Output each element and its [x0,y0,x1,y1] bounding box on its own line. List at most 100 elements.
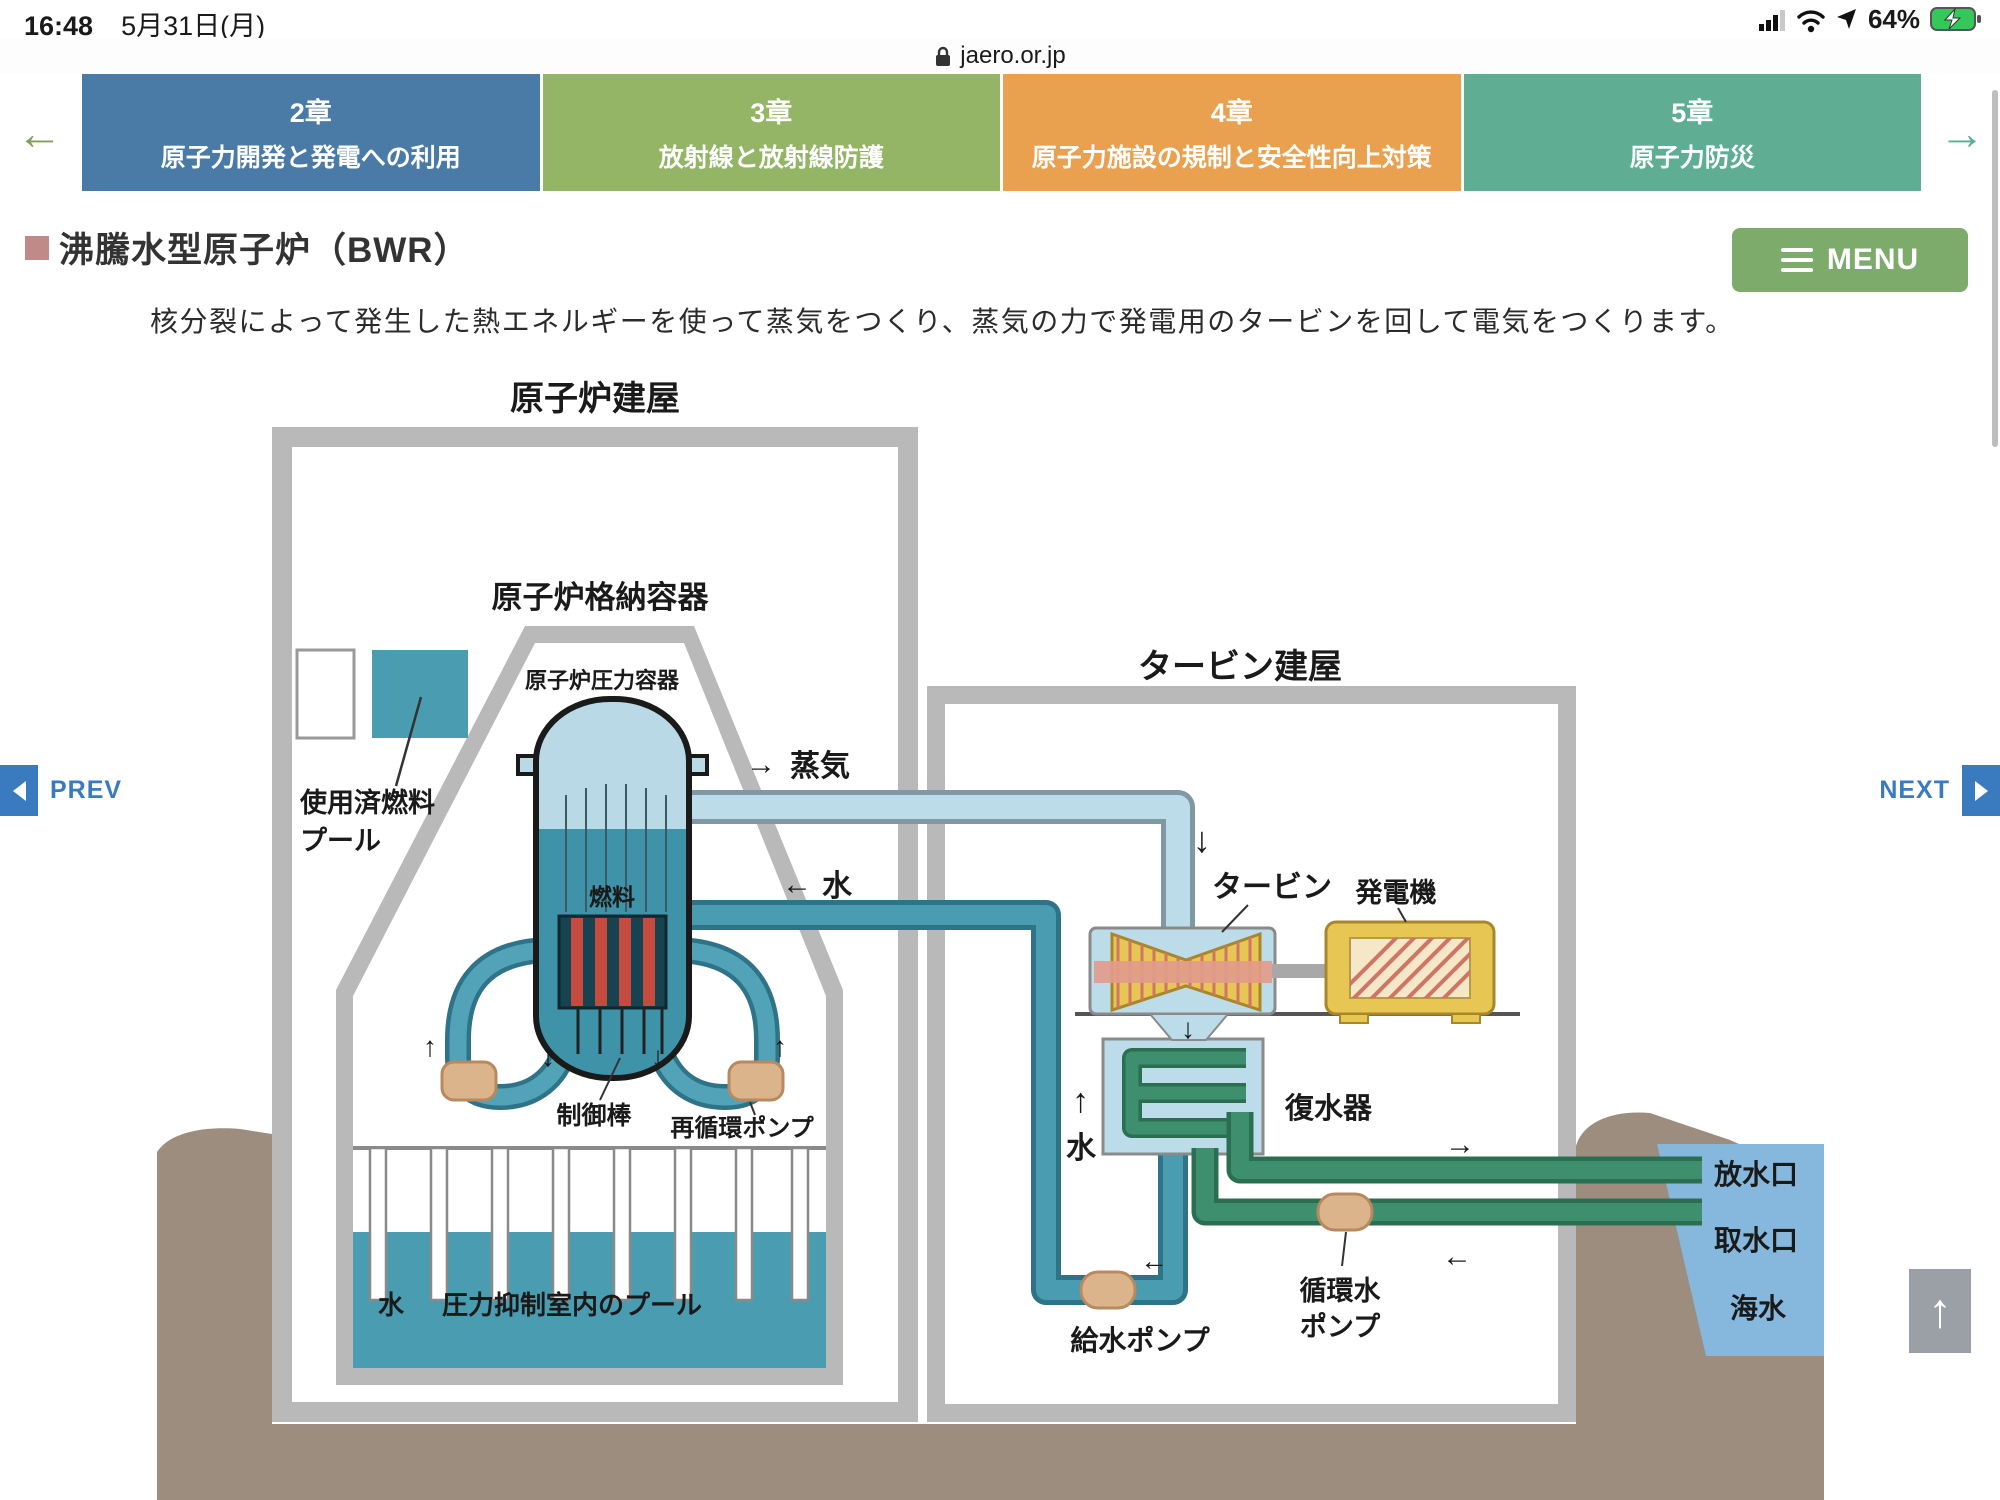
water-return-arrow: ← [782,868,812,901]
next-button[interactable]: NEXT [1879,765,2000,816]
recirculation-loops [440,937,785,1111]
control-rods-label: 制御棒 [556,1101,632,1130]
menu-button[interactable]: MENU [1732,228,1968,292]
fuel-assembly [557,914,668,1010]
turbine-label: タービン [1212,871,1332,904]
steam-separator [565,784,667,912]
loop-up-arrow-right: ↑ [773,1031,787,1062]
next-arrow-icon [1962,765,2000,816]
location-icon [1836,9,1856,29]
discharge-flow-arrow: → [1445,1128,1475,1161]
battery-percent: 64% [1867,3,1920,34]
prev-button[interactable]: PREV [0,765,122,816]
page-title: 沸騰水型原子炉（BWR） [59,231,470,270]
tab-chapter-title: 原子力施設の規制と安全性向上対策 [1031,144,1432,172]
prev-arrow-icon [0,765,38,816]
recirc-pump-left [440,1060,498,1102]
tab-chapter-title: 放射線と放射線防護 [658,144,884,172]
pool-water-label: 水 [378,1290,405,1320]
wifi-icon [1797,10,1825,33]
turbine-shaft-band [1094,961,1272,983]
pressure-vessel [516,696,709,1081]
diagram-labels: 原子炉建屋 原子炉格納容器 原子炉圧力容器 使用済燃料 プール 燃料 制御棒 再… [299,380,1798,1356]
spent-fuel-label-line2: プール [300,826,381,856]
date: 5月31日(月) [121,11,266,41]
suppression-pool [353,1146,826,1368]
tab-chapter-3[interactable]: 3章 放射線と放射線防護 [542,74,1000,191]
generator-windings [1350,938,1470,998]
feedwater-up-arrow: ↑ [1072,1082,1089,1120]
chapter-nav: ← 2章 原子力開発と発電への利用 3章 放射線と放射線防護 4章 原子力施設の… [0,74,2000,191]
reactor-building-label: 原子炉建屋 [510,380,680,418]
heading-square [25,235,49,260]
status-bar: 16:48 5月31日(月) 64% [0,0,2000,41]
sea [1657,1144,1824,1356]
circulating-pump-label-line1: 循環水 [1300,1276,1382,1306]
suppression-pool-label: 圧力抑制室内のプール [442,1290,702,1320]
outlet-label: 放水口 [1713,1158,1798,1190]
turbine-building-label: タービン建屋 [1138,648,1342,686]
steam-arrow: → [746,748,776,781]
seawater-label: 海水 [1730,1293,1787,1324]
tab-chapter-2[interactable]: 2章 原子力開発と発電への利用 [82,74,540,191]
steam-down-arrow: ↓ [1193,819,1211,860]
sea-water-pipes [1191,1112,1702,1267]
downcomer-arrow-left: ↓ [541,1041,555,1072]
tab-chapter-number: 3章 [750,98,793,128]
feedwater-pipe [684,900,1188,1305]
status-left: 16:48 5月31日(月) [24,4,265,43]
spent-fuel-pool [295,648,468,787]
feedwater-flow-arrow: ← [1140,1245,1168,1276]
url-text: jaero.or.jp [960,42,1066,69]
next-label: NEXT [1879,776,1950,804]
nav-scroll-left-button[interactable]: ← [0,74,79,191]
address-bar[interactable]: jaero.or.jp [0,38,2000,74]
scroll-to-top-button[interactable]: ↑ [1909,1269,1971,1353]
recirc-pump-right [727,1060,785,1102]
pressure-vessel-label: 原子炉圧力容器 [525,668,680,693]
cellular-icon [1758,10,1785,31]
condensate-down-arrow: ↓ [1181,1013,1195,1044]
feedwater-water-label: 水 [1066,1132,1097,1165]
tab-chapter-number: 4章 [1210,98,1253,128]
page-heading: 沸騰水型原子炉（BWR） [25,222,470,273]
condensate-funnel [1147,1013,1231,1041]
tab-chapter-4[interactable]: 4章 原子力施設の規制と安全性向上対策 [1003,74,1461,191]
scrollbar-thumb[interactable] [1992,90,1998,447]
generator [1272,920,1496,1024]
nav-scroll-right-button[interactable]: → [1924,74,2000,191]
intake-flow-arrow: ← [1442,1240,1472,1273]
steam-pipe [684,790,1195,938]
up-arrow-icon: ↑ [1928,1284,1952,1338]
menu-label: MENU [1826,243,1920,276]
lock-icon [936,46,951,66]
turbine [1088,926,1277,1041]
clock: 16:48 [24,11,94,41]
tab-chapter-number: 5章 [1671,98,1714,128]
generator-label: 発電機 [1355,878,1437,908]
vent-pipes [368,1146,810,1302]
pointer-lines [599,904,1407,1116]
steam-label: 蒸気 [790,750,850,783]
loop-up-arrow-left: ↑ [423,1031,437,1062]
hamburger-icon [1780,248,1813,272]
control-rods [576,1008,664,1054]
tab-chapter-title: 原子力防災 [1629,144,1755,172]
battery-icon [1930,7,1981,31]
circulating-pump-label-line2: ポンプ [1300,1312,1381,1342]
containment-label: 原子炉格納容器 [492,580,710,615]
drive-shaft [1272,964,1328,978]
ground [157,1112,1824,1500]
downcomer-arrow-right: ↓ [651,1041,665,1072]
spent-fuel-label-line1: 使用済燃料 [299,787,435,818]
condenser-label: 復水器 [1284,1092,1373,1125]
feedwater-pump-label: 給水ポンプ [1070,1324,1210,1356]
tab-chapter-5[interactable]: 5章 原子力防災 [1463,74,1921,191]
fuel-label: 燃料 [589,884,635,910]
recirculation-pump-label: 再循環ポンプ [670,1114,814,1142]
water-return-label: 水 [822,870,853,903]
prev-label: PREV [50,776,123,804]
feedwater-pump [1079,1270,1137,1310]
intro-text: 核分裂によって発生した熱エネルギーを使って蒸気をつくり、蒸気の力で発電用のタービ… [150,306,1735,337]
